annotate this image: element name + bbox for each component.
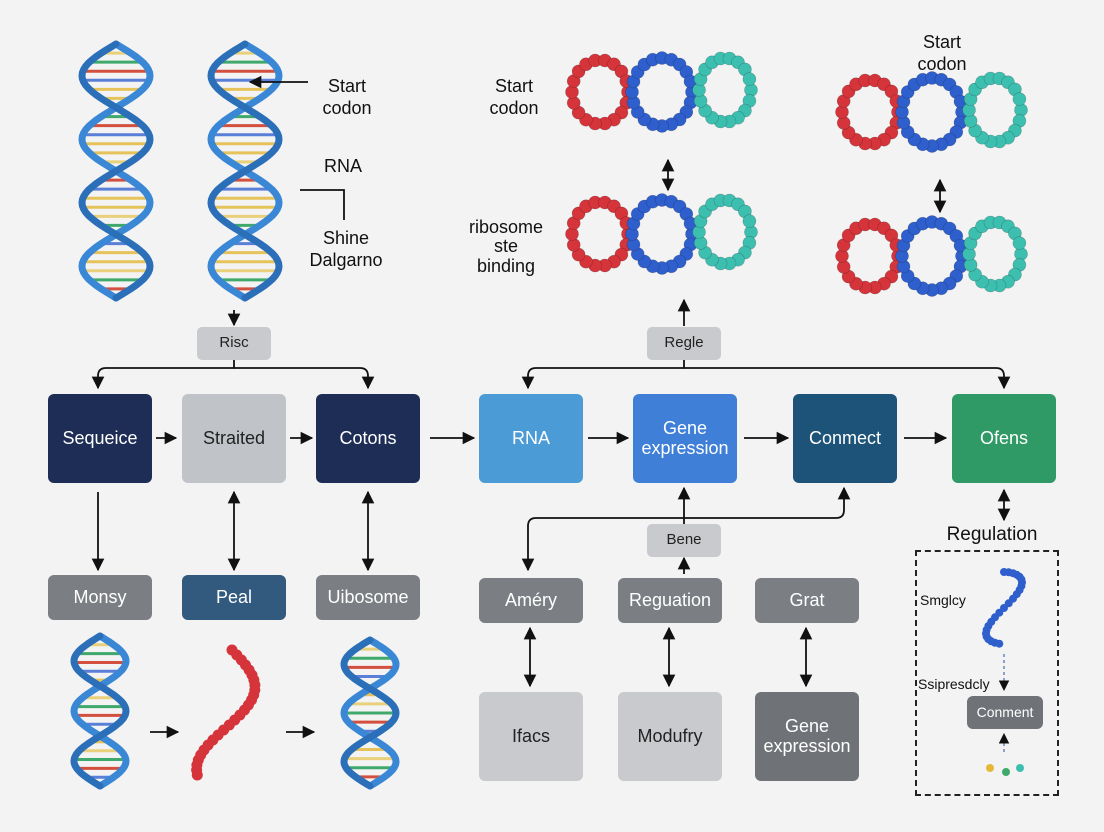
protein-top-2-blue [895, 71, 969, 153]
dna-helix-3 [70, 632, 130, 790]
protein-bottom-2-teal [962, 215, 1028, 293]
protein-top-2-teal [962, 71, 1028, 149]
protein-top-2-red [835, 73, 905, 151]
regulation-bead [995, 639, 1004, 648]
node-uibosome: Uibosome [316, 575, 420, 620]
dna-helix-4 [340, 636, 400, 790]
arrow-regle-to-ofens [684, 367, 1011, 390]
dna-strand [340, 636, 400, 790]
bead [1012, 236, 1027, 250]
node-ifacs: Ifacs [479, 692, 583, 781]
protein-top-1-red [565, 53, 635, 131]
label-ribosome-site: ribosome ste binding [468, 217, 544, 276]
regulation-dot [1016, 764, 1024, 772]
bead [742, 214, 757, 228]
dna-helix-2 [207, 40, 283, 302]
protein-bottom-1-blue [625, 193, 699, 275]
node-reguation: Reguation [618, 578, 722, 623]
node-grat: Grat [755, 578, 859, 623]
label-shine-dalgarno: Shine Dalgarno [309, 228, 383, 270]
dna-strand [70, 632, 130, 790]
protein-top-1-blue [625, 51, 699, 133]
dna-helix-1 [78, 40, 154, 302]
node-ofens: Ofens [952, 394, 1056, 483]
regulation-label-2: Ssipresdcly [918, 676, 990, 692]
arrow-risc-to-cotons [234, 367, 375, 390]
protein-bottom-1-teal [692, 193, 758, 271]
node-sequeice: Sequeice [48, 394, 152, 483]
bead [742, 72, 757, 86]
protein-bottom-1-red [565, 195, 635, 273]
node-cotons: Cotons [316, 394, 420, 483]
arrow-bene-to-amery [521, 517, 684, 572]
connectors [91, 75, 1011, 739]
node-monsy: Monsy [48, 575, 152, 620]
protein-bottom-2-blue [895, 215, 969, 297]
bead [1012, 92, 1027, 106]
regulation-label-1: Smglcy [920, 592, 966, 608]
node-gene-expression: Gene expression [633, 394, 737, 483]
arrow-risc-to-sequeice [91, 360, 235, 390]
graphics-layer [70, 40, 1028, 790]
node-modufry: Modufry [618, 692, 722, 781]
tag-bene: Bene [647, 524, 721, 557]
node-straited: Straited [182, 394, 286, 483]
peptide-bead [191, 769, 203, 781]
node-gene-expression-2: Gene expression [755, 692, 859, 781]
peptide-chain [191, 644, 261, 781]
tag-regle: Regle [647, 327, 721, 360]
dna-strand [207, 40, 283, 302]
leader-rna [300, 189, 345, 220]
regulation-bead-chain [982, 568, 1026, 648]
regulation-title: Regulation [946, 524, 1038, 545]
regulation-box-conment: Conment [967, 696, 1043, 729]
regulation-dot [986, 764, 994, 772]
tag-risc: Risc [197, 327, 271, 360]
node-peal: Peal [182, 575, 286, 620]
arrow-bene-to-conmect [684, 486, 851, 519]
dna-strand [340, 636, 400, 790]
label-rna-top: RNA [323, 156, 362, 176]
node-amery: Améry [479, 578, 583, 623]
node-rna: RNA [479, 394, 583, 483]
regulation-dot [1002, 768, 1010, 776]
label-start-codon-middle: Start codon [489, 76, 539, 118]
protein-bottom-2-red [835, 217, 905, 295]
protein-top-1-teal [692, 51, 758, 129]
label-start-codon-right: Start codon [917, 32, 967, 74]
node-conmect: Conmect [793, 394, 897, 483]
label-start-codon-left: Start codon [322, 76, 372, 118]
arrow-regle-to-rna [521, 360, 685, 390]
dna-strand [70, 632, 130, 790]
regulation-panel [915, 550, 1059, 796]
dna-strand [78, 40, 154, 302]
